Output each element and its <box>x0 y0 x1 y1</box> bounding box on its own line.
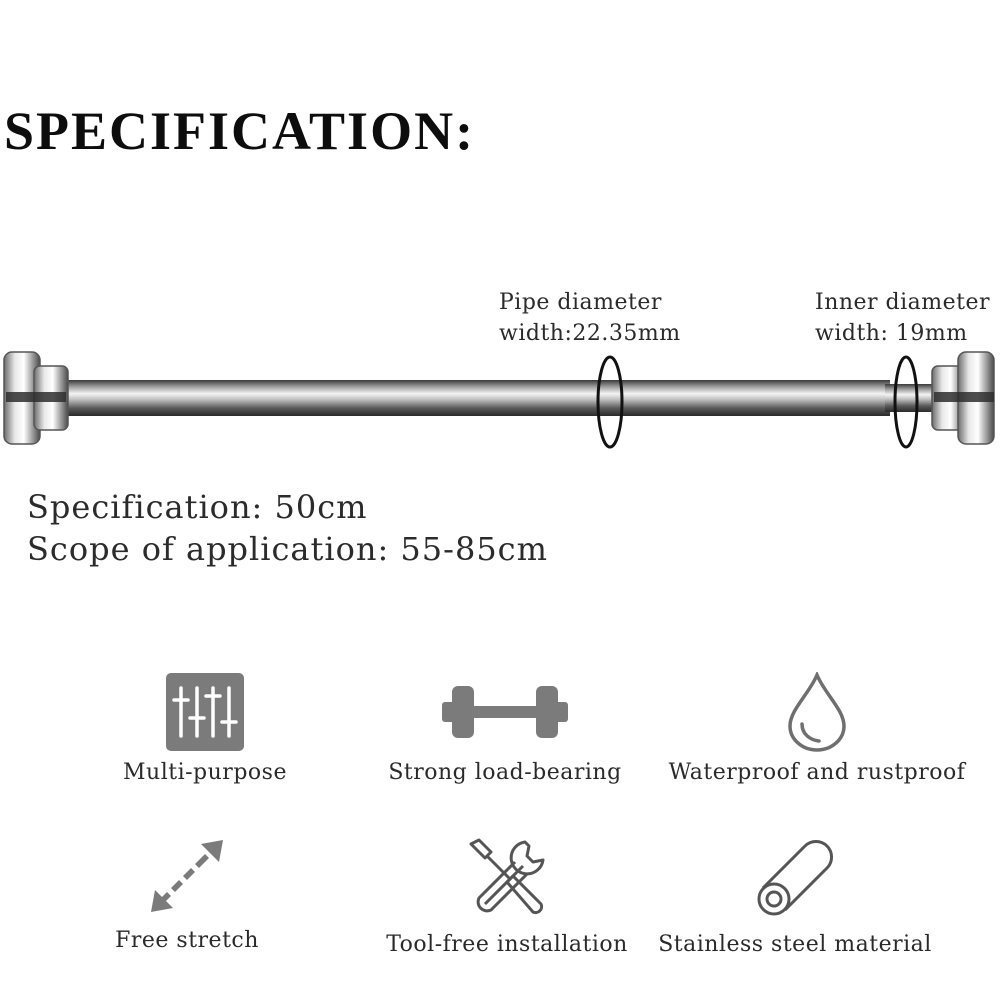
feature-label: Free stretch <box>115 928 259 953</box>
feature-waterproof-rustproof: Waterproof and rustproof <box>652 672 982 785</box>
steel-roll-icon <box>757 839 834 916</box>
inner-diameter-label: Inner diameter <box>815 290 991 315</box>
feature-tool-free-installation: Tool-free installation <box>342 836 672 957</box>
feature-label: Tool-free installation <box>386 932 628 957</box>
feature-strong-load-bearing: Strong load-bearing <box>340 672 670 785</box>
sliders-icon <box>166 673 244 751</box>
pipe-diameter-label: Pipe diameter <box>499 290 662 315</box>
feature-label: Strong load-bearing <box>388 760 622 785</box>
diagonal-arrow-icon <box>151 840 223 912</box>
feature-free-stretch: Free stretch <box>22 836 352 953</box>
dumbbell-icon <box>442 686 568 738</box>
tension-rod-illustration <box>3 351 995 449</box>
spec-scope: Scope of application: 55-85cm <box>27 530 548 568</box>
left-end-cap <box>3 351 69 445</box>
pipe-diameter-ring <box>596 355 624 449</box>
water-drop-icon <box>788 672 846 752</box>
inner-diameter-value: width: 19mm <box>815 321 968 346</box>
pipe-diameter-value: width:22.35mm <box>499 321 681 346</box>
right-end-cap <box>931 351 995 445</box>
inner-diameter-ring <box>893 355 919 449</box>
inner-diameter-callout: Inner diameter width: 19mm <box>815 287 990 349</box>
feature-label: Stainless steel material <box>658 932 932 957</box>
feature-multi-purpose: Multi-purpose <box>40 672 370 785</box>
wrench-screwdriver-icon <box>469 838 545 915</box>
spec-length: Specification: 50cm <box>27 488 368 526</box>
outer-pipe <box>60 380 890 416</box>
feature-label: Waterproof and rustproof <box>668 760 966 785</box>
feature-stainless-steel: Stainless steel material <box>630 836 960 957</box>
page-title: SPECIFICATION: <box>4 101 476 161</box>
feature-label: Multi-purpose <box>123 760 287 785</box>
pipe-diameter-callout: Pipe diameter width:22.35mm <box>499 287 681 349</box>
